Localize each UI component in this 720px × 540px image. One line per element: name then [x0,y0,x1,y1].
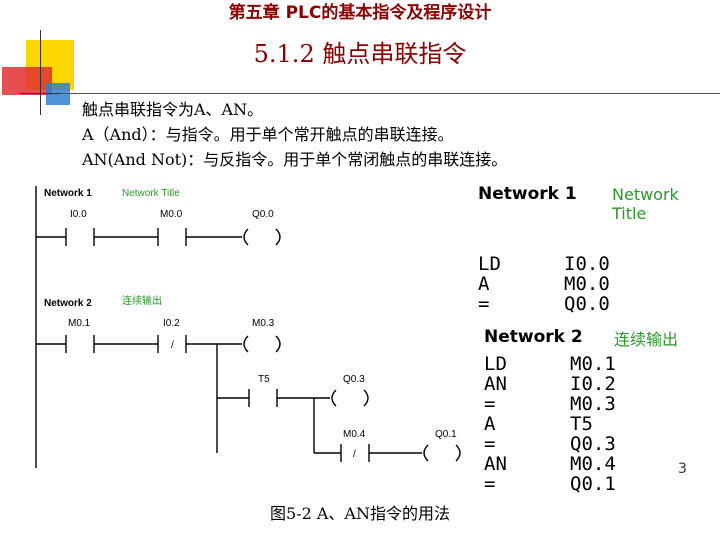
network2-coil2-label: Q0.3 [343,374,365,385]
stl-row: A M0.0 [478,274,610,294]
stl-row: AN I0.2 [484,374,616,394]
decor-horizontal-line [20,93,60,94]
stl-op: A [484,413,496,435]
stl-row: = Q0.0 [478,294,610,314]
network2-coil1-label: M0.3 [252,318,275,329]
stl-row: LD M0.1 [484,354,616,374]
nc-mark: / [353,449,356,460]
network2-coil3-label: Q0.1 [435,429,457,440]
stl-operand: M0.0 [564,273,610,295]
network1-contact1-label: I0.0 [70,209,87,220]
stl-network1-title: Network Title [612,185,679,223]
stl-operand: Q0.3 [570,433,616,455]
stl-network2-rows: LD M0.1 AN I0.2 = M0.3 A T5 = Q0.3 AN M0.4 = Q0… [484,354,616,494]
decor-red-square [2,67,52,95]
network1-coil-label: Q0.0 [252,209,274,220]
stl-row: AN M0.4 [484,454,616,474]
network1-contact2-label: M0.0 [160,209,183,220]
stl-network1-label: Network 1 [478,184,577,204]
section-title: 5.1.2 触点串联指令 [253,40,467,68]
stl-op: LD [484,353,507,375]
page-number: 3 [678,461,687,477]
stl-row: = Q0.3 [484,434,616,454]
nc-mark: / [171,340,174,351]
stl-op: AN [484,453,507,475]
bullet-list: 触点串联指令为A、AN。 A（And）：与指令。用于单个常开触点的串联连接。 A… [82,97,507,172]
stl-network2-title: 连续输出 [614,330,679,349]
stl-network2-label: Network 2 [484,327,583,347]
network2-contact3-label: T5 [258,374,270,385]
network1-title: Network Title [122,188,180,199]
network2-contact4-label: M0.4 [343,429,366,440]
stl-operand: Q0.0 [564,293,610,315]
stl-operand: Q0.1 [570,473,616,495]
stl-network1-rows: LD I0.0 A M0.0 = Q0.0 [478,254,610,314]
stl-op: = [478,293,490,315]
stl-op: = [484,393,496,415]
stl-op: LD [478,253,501,275]
stl-listing: Network 1 Network Title LD I0.0 A M0.0 = Q0… [472,180,717,500]
title-divider [60,93,720,94]
stl-row: A T5 [484,414,616,434]
stl-operand: T5 [570,413,593,435]
bullet-item: A（And）：与指令。用于单个常开触点的串联连接。 [82,125,454,144]
stl-operand: M0.4 [570,453,616,475]
network2-contact1-label: M0.1 [68,318,91,329]
bullet-item: AN(And Not)：与反指令。用于单个常闭触点的串联连接。 [82,150,508,169]
stl-op: AN [484,373,507,395]
stl-op: = [484,473,496,495]
stl-operand: M0.3 [570,393,616,415]
network2-title: 连续输出 [122,294,162,307]
network1-label: Network 1 [44,188,92,199]
stl-row: = Q0.1 [484,474,616,494]
stl-row: = M0.3 [484,394,616,414]
bullet-item: 触点串联指令为A、AN。 [82,100,264,119]
ladder-diagram: Network 1 Network Title I0.0 M0.0 Q0.0 N… [35,186,461,468]
network2-label: Network 2 [44,298,92,309]
stl-op: A [478,273,490,295]
chapter-header: 第五章 PLC的基本指令及程序设计 [228,3,492,23]
stl-row: LD I0.0 [478,254,610,274]
stl-operand: I0.2 [570,373,616,395]
decor-vertical-line [40,30,41,115]
stl-operand: M0.1 [570,353,616,375]
network2-contact2-label: I0.2 [163,318,180,329]
stl-operand: I0.0 [564,253,610,275]
decor-blue-square [46,83,70,105]
stl-op: = [484,433,496,455]
figure-caption: 图5-2 A、AN指令的用法 [270,504,450,523]
